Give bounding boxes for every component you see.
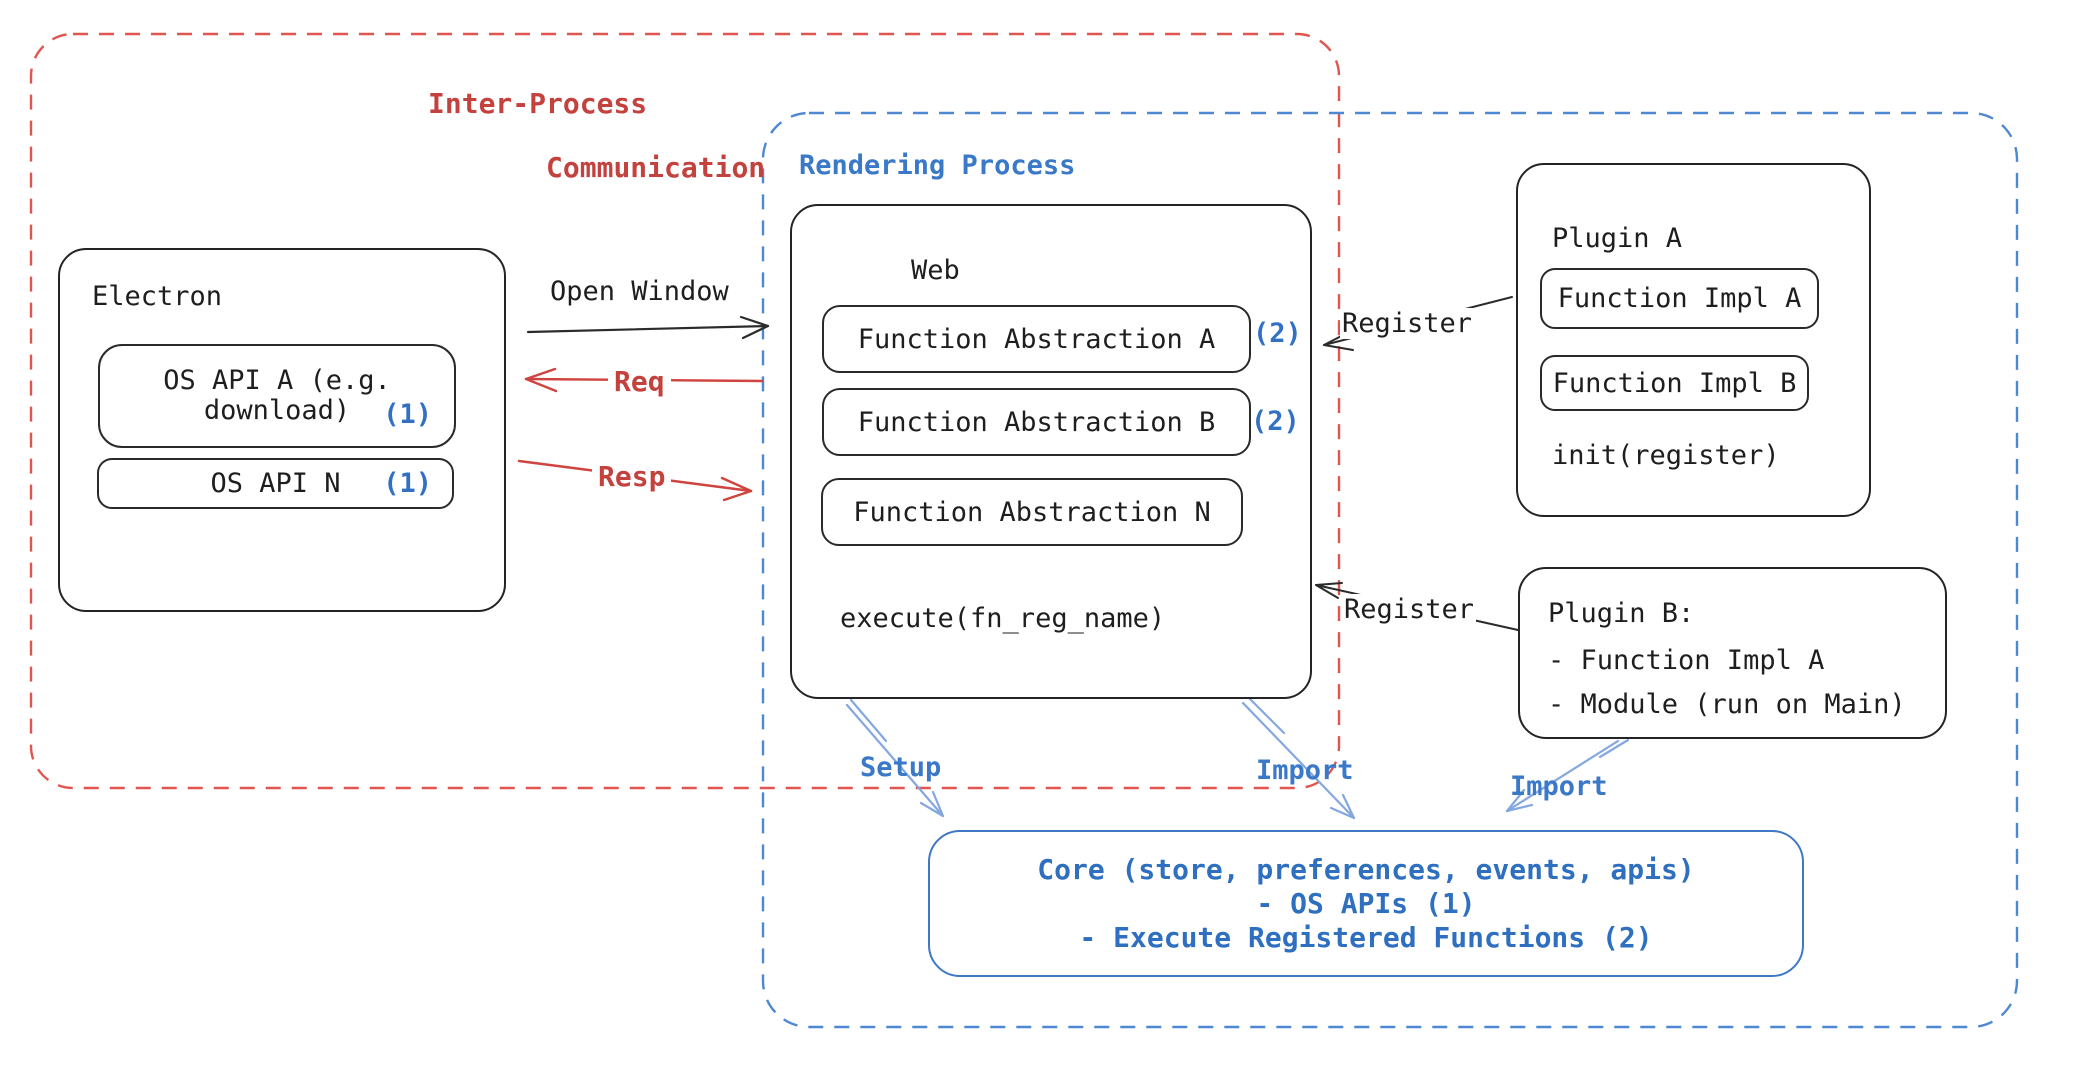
os-api-n-badge: (1) — [383, 468, 432, 499]
plugin-b-item-2: - Module (run on Main) — [1548, 689, 1906, 720]
electron-box — [58, 248, 506, 612]
os-api-n-box: OS API N (1) — [97, 458, 454, 509]
plugin-a-title: Plugin A — [1552, 223, 1683, 254]
ipc-region-label: Inter-Process Communication — [428, 88, 765, 184]
function-impl-a-box: Function Impl A — [1540, 268, 1819, 329]
open-window-label: Open Window — [550, 276, 729, 307]
function-abstraction-b-badge: (2) — [1251, 406, 1300, 437]
core-line-1: Core (store, preferences, events, apis) — [1037, 852, 1695, 886]
core-line-2: - OS APIs (1) — [1256, 886, 1476, 920]
register-a-label: Register — [1340, 308, 1475, 339]
open-window-arrow — [526, 315, 770, 340]
resp-label: Resp — [592, 460, 672, 493]
plugin-a-init-label: init(register) — [1552, 440, 1780, 471]
plugin-b-box — [1518, 567, 1947, 739]
os-api-a-box: OS API A (e.g. download) (1) — [98, 344, 456, 448]
plugin-b-title: Plugin B: — [1548, 598, 1695, 629]
function-abstraction-b-box: Function Abstraction B — [822, 388, 1251, 456]
core-box: Core (store, preferences, events, apis) … — [928, 830, 1804, 977]
import-web-label: Import — [1256, 755, 1354, 786]
web-title: Web — [911, 255, 960, 286]
electron-title: Electron — [92, 281, 223, 312]
function-impl-b-box: Function Impl B — [1540, 355, 1809, 411]
req-label: Req — [608, 365, 671, 398]
execute-label: execute(fn_reg_name) — [840, 603, 1166, 634]
import-plugin-b-label: Import — [1510, 771, 1608, 802]
web-box — [790, 204, 1312, 699]
register-b-label: Register — [1342, 594, 1477, 625]
os-api-n-label: OS API N — [210, 468, 341, 499]
os-api-a-badge: (1) — [383, 399, 432, 430]
plugin-a-box — [1516, 163, 1871, 517]
function-abstraction-a-box: Function Abstraction A — [822, 305, 1251, 373]
function-abstraction-a-badge: (2) — [1253, 318, 1302, 349]
setup-label: Setup — [860, 752, 942, 783]
function-abstraction-n-box: Function Abstraction N — [821, 478, 1243, 546]
core-line-3: - Execute Registered Functions (2) — [1079, 920, 1653, 954]
plugin-b-item-1: - Function Impl A — [1548, 645, 1825, 676]
ipc-label-line1: Inter-Process — [428, 87, 648, 120]
os-api-a-line1: OS API A (e.g. — [163, 365, 391, 396]
ipc-label-line2: Communication — [546, 151, 766, 184]
os-api-a-line2: download) — [203, 395, 351, 426]
rendering-region-label: Rendering Process — [799, 150, 1076, 181]
